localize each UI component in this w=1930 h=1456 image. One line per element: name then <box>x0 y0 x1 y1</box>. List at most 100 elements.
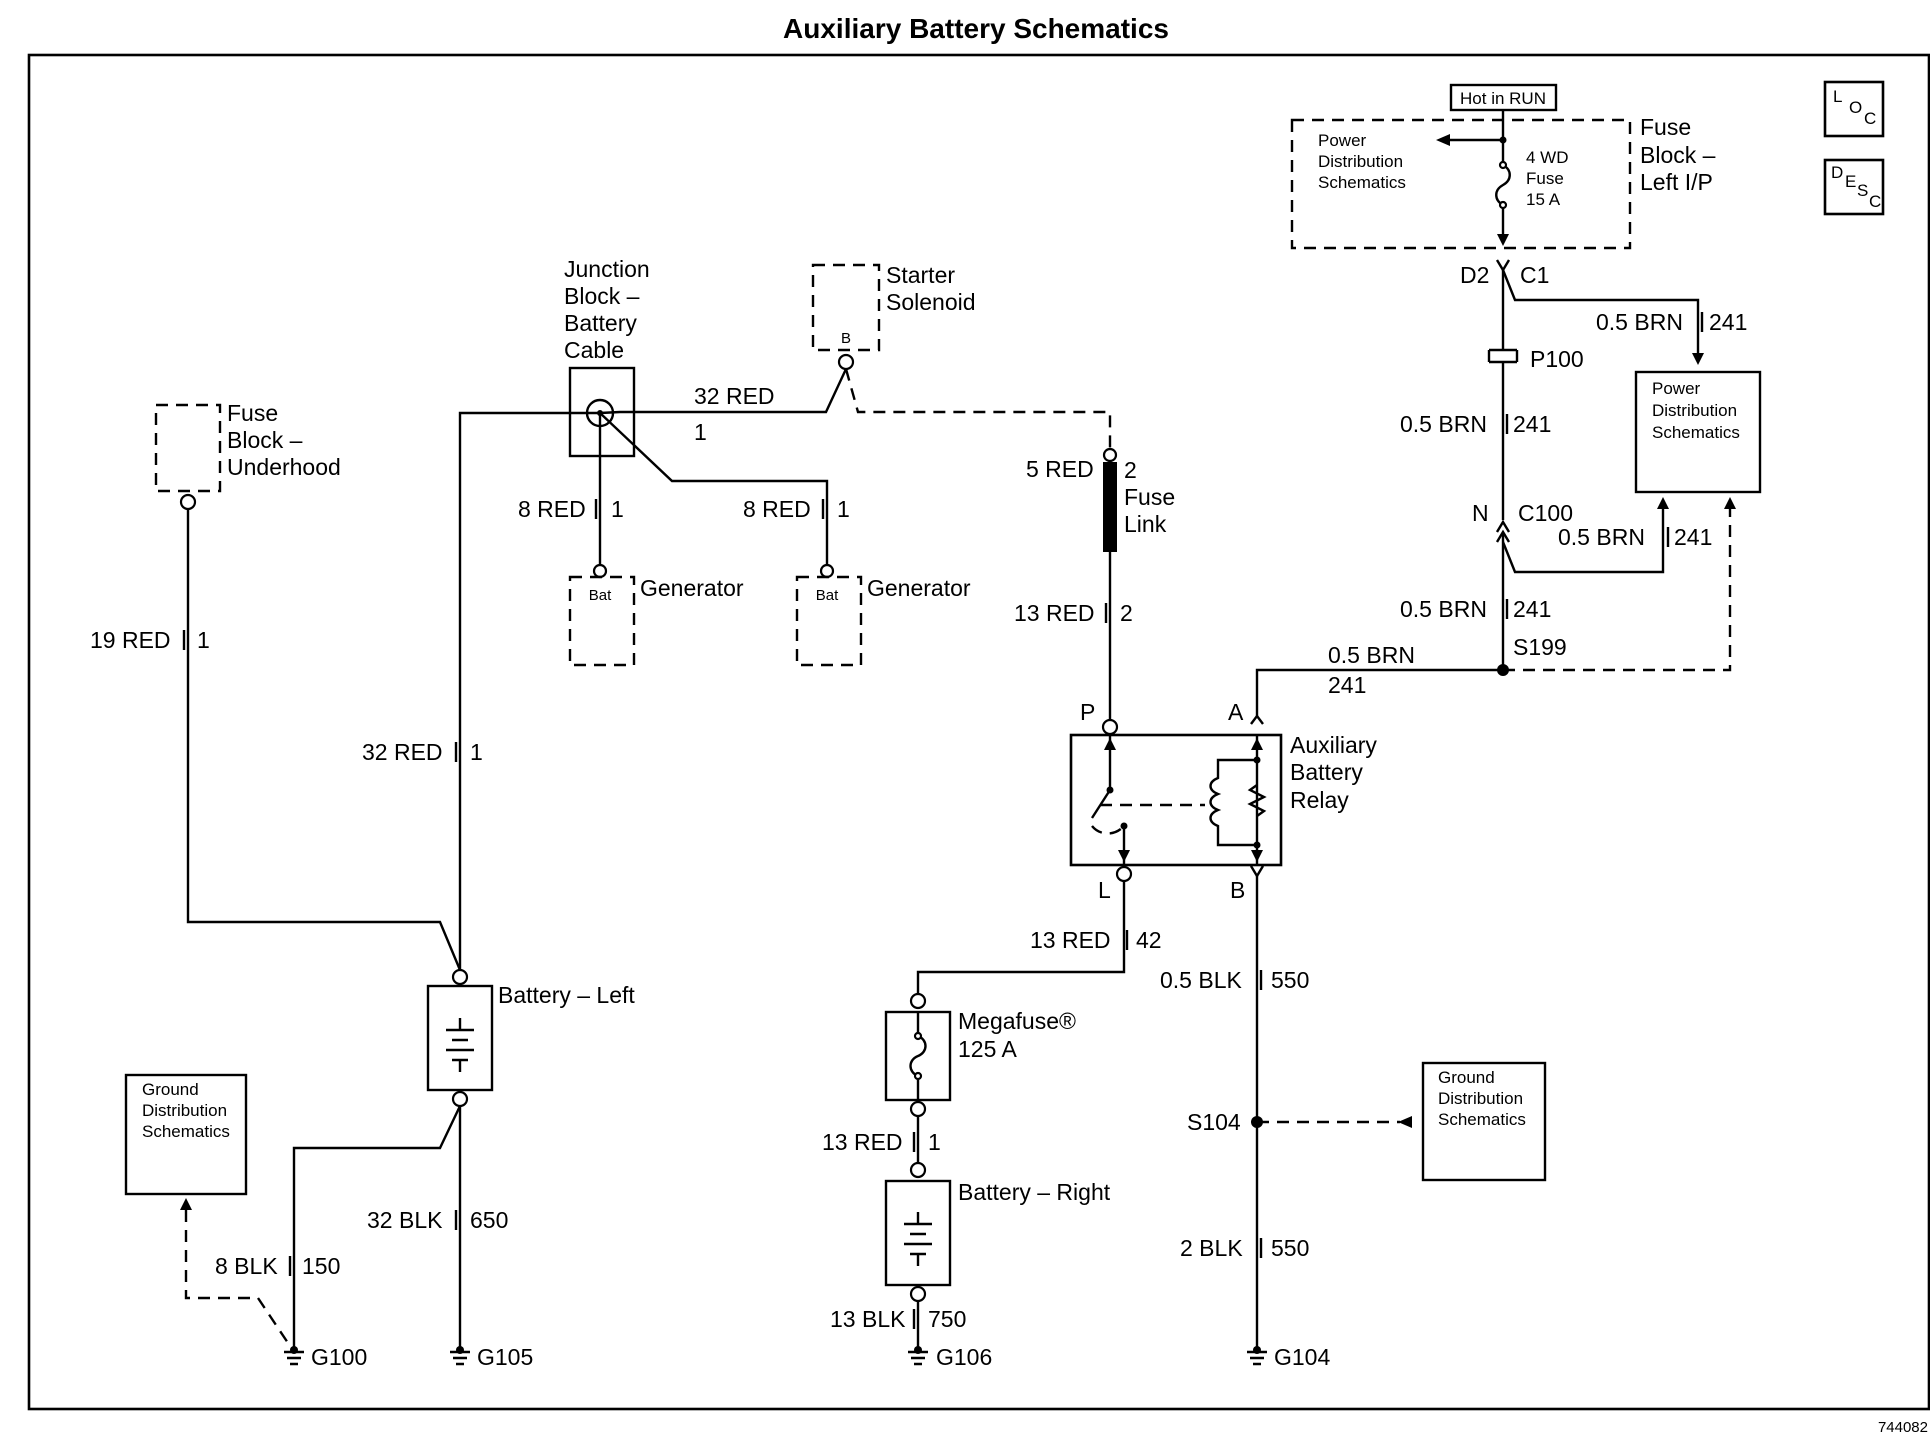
arrow-up-icon <box>180 1198 192 1210</box>
arrow-up-icon <box>1657 497 1669 509</box>
wire-13blk-circuit: 750 <box>928 1306 966 1332</box>
loc-icon[interactable]: L O C <box>1823 80 1885 138</box>
svg-text:Power: Power <box>1318 131 1367 150</box>
fuse-link-top-terminal <box>1102 447 1118 463</box>
fuse-block-left-ip-label: Fuse Block – Left I/P <box>1640 114 1716 195</box>
relay-pin-a-label: A <box>1228 699 1244 725</box>
svg-text:Fuse: Fuse <box>1526 169 1564 188</box>
svg-text:Fuse: Fuse <box>1124 484 1175 510</box>
fuse-link-body <box>1103 462 1117 552</box>
megafuse-label: Megafuse® 125 A <box>958 1008 1076 1062</box>
svg-text:D: D <box>1831 163 1843 182</box>
battery-left-label: Battery – Left <box>498 982 635 1008</box>
fuse-4wd-label: 4 WD Fuse 15 A <box>1526 148 1569 209</box>
svg-text:4 WD: 4 WD <box>1526 148 1569 167</box>
ground-dist-left-dashed <box>184 1210 295 1353</box>
ground-g106-icon <box>908 1346 928 1366</box>
wire-32red-left-gauge: 32 RED <box>362 739 443 765</box>
fuse-block-underhood-box <box>154 403 222 493</box>
svg-text:Starter: Starter <box>886 262 955 288</box>
battery-right-neg-terminal <box>909 1285 927 1303</box>
battery-left-icon <box>446 1018 474 1072</box>
svg-text:Distribution: Distribution <box>1318 152 1403 171</box>
svg-text:Schematics: Schematics <box>1318 173 1406 192</box>
connector-n-label: N <box>1472 500 1489 526</box>
wire-8red-a-gauge: 8 RED <box>518 496 586 522</box>
arrow-left-icon <box>1398 1116 1412 1128</box>
svg-text:Battery: Battery <box>1290 759 1363 785</box>
generator-b-terminal-label: Bat <box>816 587 839 604</box>
relay-pin-a-connector <box>1250 714 1264 725</box>
wire-05blk-gauge: 0.5 BLK <box>1160 967 1242 993</box>
battery-right-pos-terminal <box>909 1161 927 1179</box>
wire-brn-mid-circuit: 241 <box>1513 411 1551 437</box>
generator-a-label: Generator <box>640 575 744 601</box>
relay-pin-b-label: B <box>1230 877 1245 903</box>
wire-32red-top <box>458 368 848 970</box>
arrow-left-icon <box>1436 134 1450 146</box>
ground-g106-label: G106 <box>936 1344 992 1370</box>
svg-text:Schematics: Schematics <box>1652 423 1740 442</box>
svg-text:Underhood: Underhood <box>227 454 341 480</box>
wire-32blk-gauge: 32 BLK <box>367 1207 443 1233</box>
wire-05blk-circuit: 550 <box>1271 967 1309 993</box>
generator-b-box <box>795 575 863 667</box>
wire-32blk-circuit: 650 <box>470 1207 508 1233</box>
wire-32red-top-gauge: 32 RED <box>694 383 775 409</box>
wire-brn-relay-gauge: 0.5 BRN <box>1328 642 1415 668</box>
wire-brn-top-circuit: 241 <box>1709 309 1747 335</box>
svg-text:L: L <box>1833 87 1842 106</box>
wire-13red-42 <box>916 881 1126 994</box>
generator-a-terminal <box>592 563 608 579</box>
svg-text:Ground: Ground <box>1438 1068 1495 1087</box>
junction-block-label: Junction Block – Battery Cable <box>564 256 650 363</box>
wire-13red-1-circuit: 1 <box>928 1129 941 1155</box>
wire-13red-42-circuit: 42 <box>1136 927 1162 953</box>
arrow-down-icon <box>1692 353 1704 365</box>
svg-text:Battery: Battery <box>564 310 637 336</box>
svg-text:Fuse: Fuse <box>227 400 278 426</box>
svg-text:Ground: Ground <box>142 1080 199 1099</box>
svg-text:Block –: Block – <box>227 427 303 453</box>
svg-text:Block –: Block – <box>564 283 640 309</box>
hot-in-run-label: Hot in RUN <box>1449 83 1558 112</box>
figure-id: 744082 <box>1878 1419 1928 1436</box>
ground-g104-icon <box>1247 1346 1267 1366</box>
wire-13blk-gauge: 13 BLK <box>830 1306 906 1332</box>
fuse-block-underhood-label: Fuse Block – Underhood <box>227 400 341 480</box>
relay-pin-p-label: P <box>1080 699 1095 725</box>
wire-241-branch-c100 <box>1501 505 1665 574</box>
wire-32red-top-circuit: 1 <box>694 419 707 445</box>
svg-text:C: C <box>1869 192 1881 211</box>
svg-text:Solenoid: Solenoid <box>886 289 976 315</box>
wire-8red-a-circuit: 1 <box>611 496 624 522</box>
fuse-block-underhood-terminal <box>179 493 197 511</box>
desc-icon[interactable]: D E S C <box>1823 158 1885 216</box>
wire-8blk <box>292 1105 462 1350</box>
svg-text:S: S <box>1857 181 1868 200</box>
battery-left-box <box>426 984 494 1092</box>
wire-13red-1-gauge: 13 RED <box>822 1129 903 1155</box>
megafuse-bottom-terminal <box>909 1100 927 1118</box>
wire-19red-gauge: 19 RED <box>90 627 171 653</box>
svg-text:E: E <box>1845 172 1856 191</box>
svg-text:Megafuse®: Megafuse® <box>958 1008 1076 1034</box>
relay-pin-l-label: L <box>1098 877 1111 903</box>
wire-13red-top-circuit: 2 <box>1120 600 1133 626</box>
wire-13red-top-gauge: 13 RED <box>1014 600 1095 626</box>
wire-brn-low-gauge: 0.5 BRN <box>1400 596 1487 622</box>
wire-brn-top-gauge: 0.5 BRN <box>1596 309 1683 335</box>
svg-text:Link: Link <box>1124 511 1167 537</box>
battery-right-label: Battery – Right <box>958 1179 1111 1205</box>
wire-8blk-circuit: 150 <box>302 1253 340 1279</box>
p100-label: P100 <box>1530 346 1584 372</box>
arrow-up-icon <box>1724 497 1736 509</box>
wire-8red-b-gauge: 8 RED <box>743 496 811 522</box>
wire-13red-42-gauge: 13 RED <box>1030 927 1111 953</box>
aux-battery-relay-label: Auxiliary Battery Relay <box>1290 732 1377 813</box>
wire-2blk-gauge: 2 BLK <box>1180 1235 1243 1261</box>
wire-241-dashed-return <box>1503 505 1732 672</box>
starter-terminal-b <box>837 353 855 371</box>
svg-text:Auxiliary: Auxiliary <box>1290 732 1377 758</box>
